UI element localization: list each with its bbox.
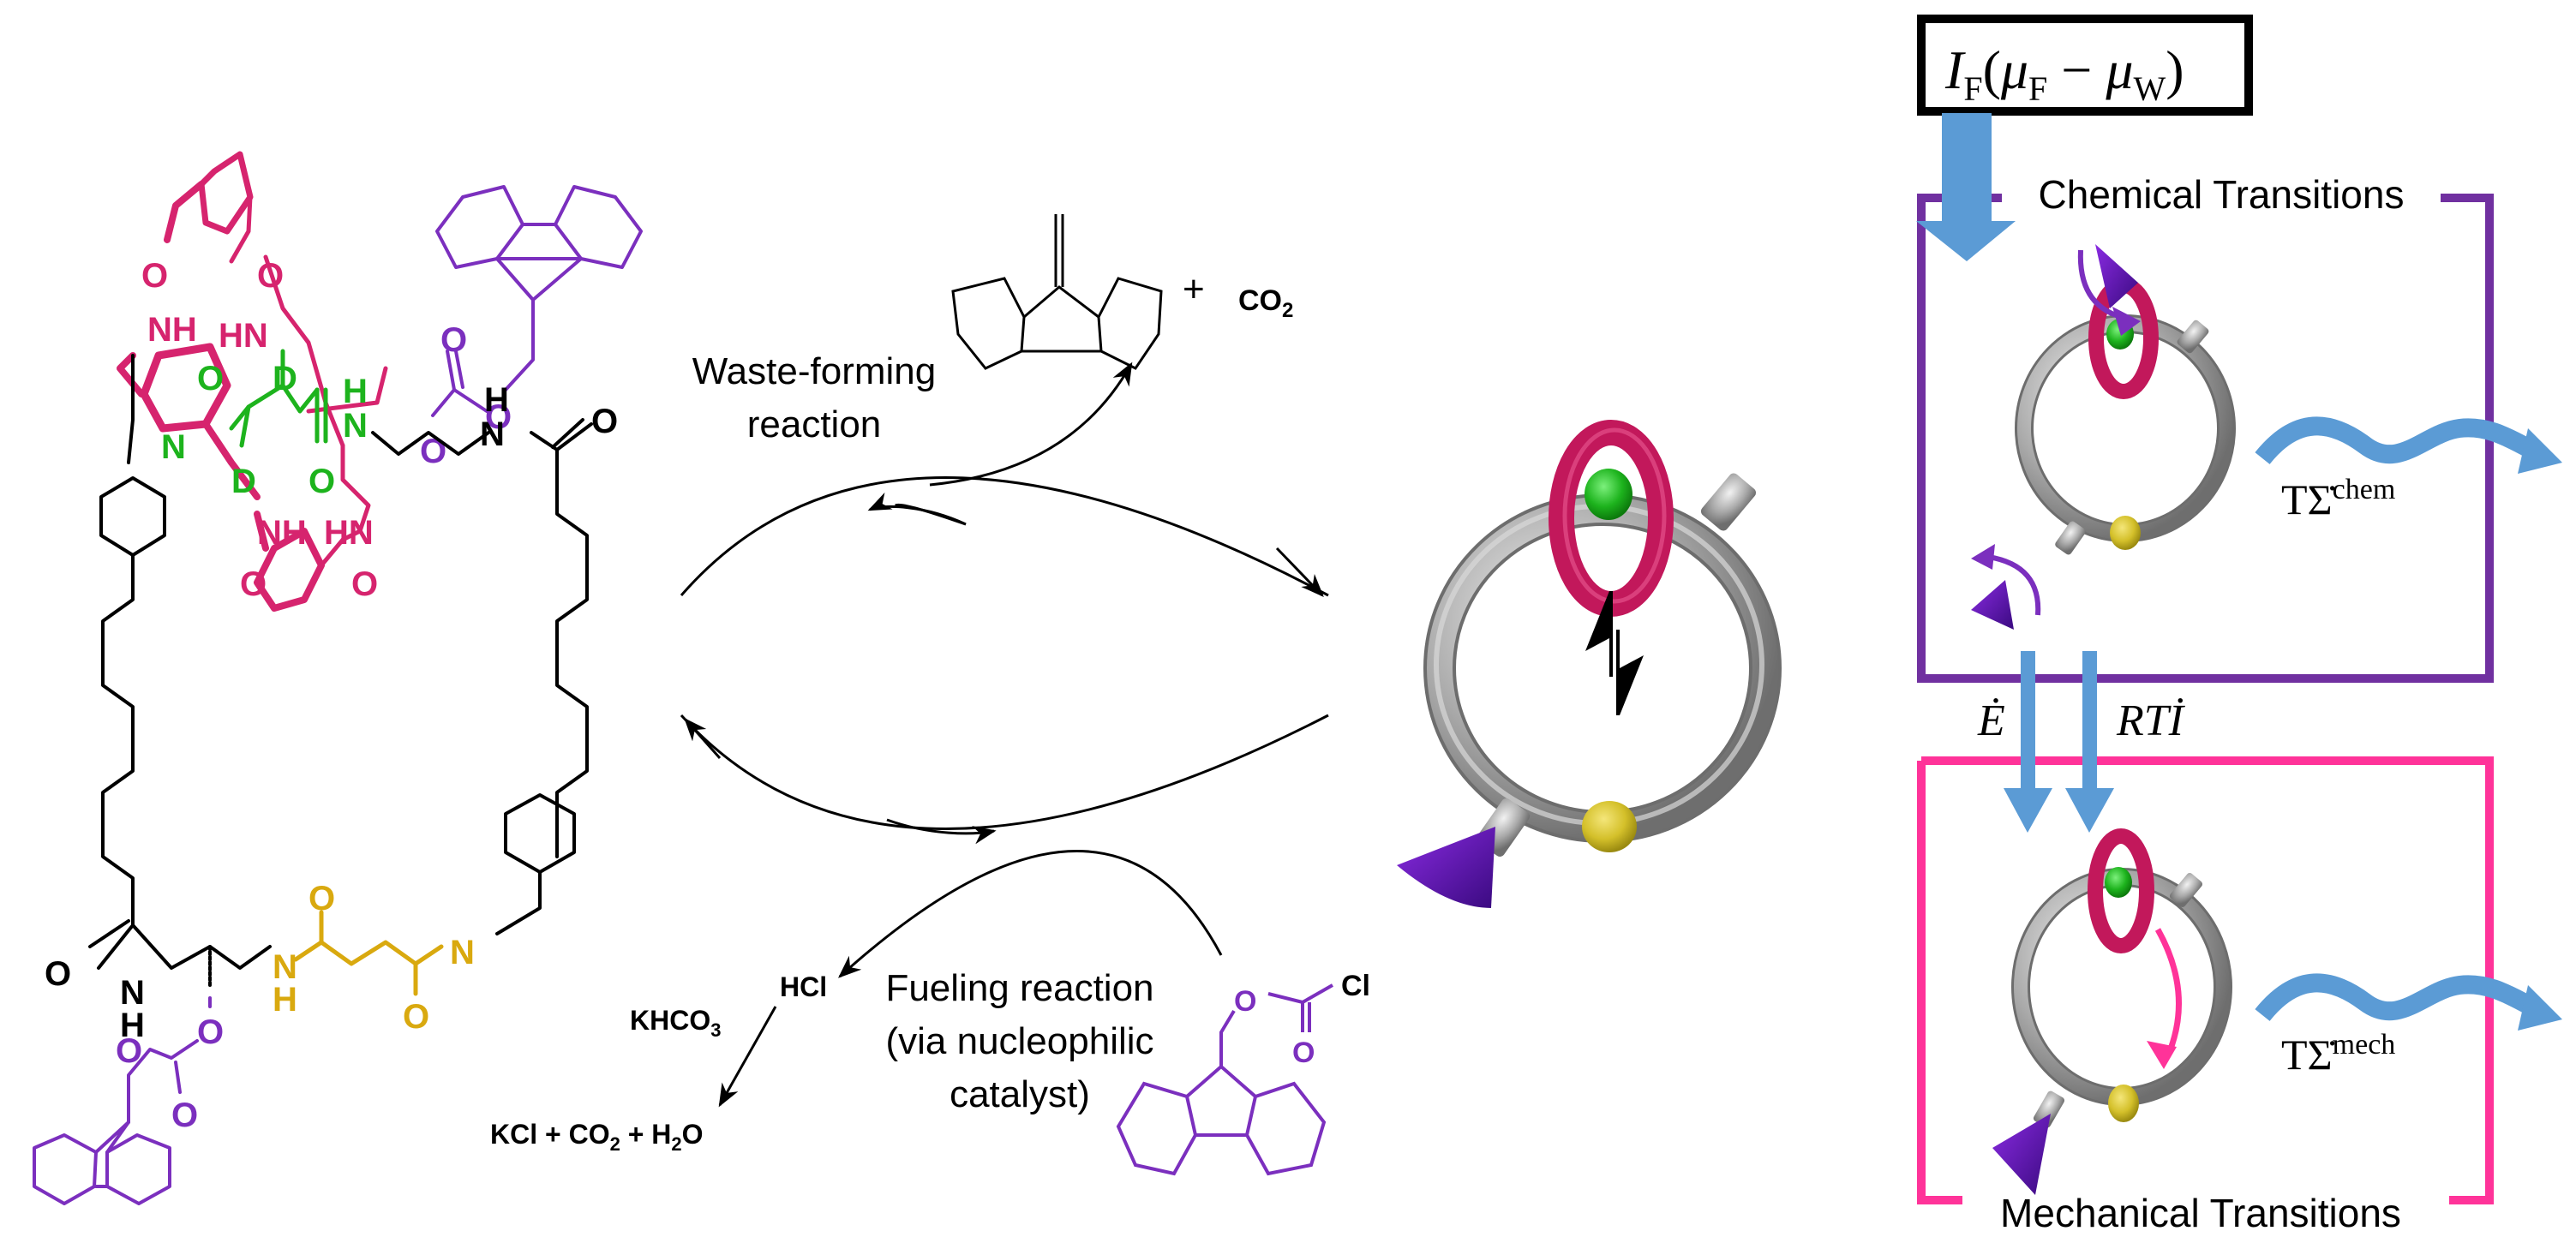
atom-n: N — [161, 428, 186, 466]
mech-dissipation-arrow — [2255, 973, 2545, 1022]
fumaramide-station — [293, 910, 444, 996]
reaction-cycle — [680, 362, 1329, 1108]
input-flux-arrow — [1916, 113, 2016, 261]
waste-branch-arrow — [929, 362, 1133, 487]
information-flux-arrow — [2065, 651, 2114, 833]
atom-hn: HN — [219, 317, 268, 355]
atom-o: O — [1292, 1037, 1315, 1069]
atom-o: O — [197, 1013, 224, 1051]
catenane-mechanical-state — [1992, 828, 2232, 1195]
hcl-label: HCl — [780, 971, 827, 1002]
energy-flux-label: Ė — [1977, 696, 2005, 745]
bottom-forward-arrow — [886, 818, 997, 845]
station-green — [229, 349, 328, 448]
atom-o: O — [485, 398, 512, 436]
atom-o: O — [45, 955, 71, 993]
atom-o: O — [171, 1097, 198, 1134]
atom-n: N — [480, 415, 505, 453]
atom-nh: NH — [147, 311, 197, 349]
fueling-branch-arc — [837, 849, 1223, 978]
catenane-model — [1397, 420, 1782, 908]
chem-dissipation-arrow — [2255, 416, 2545, 465]
yellow-station — [1582, 801, 1637, 852]
khco3-label: KHCO3 — [630, 1005, 721, 1041]
atom-hn: HN — [324, 514, 374, 552]
information-flux-label: RTİ — [2116, 696, 2186, 745]
atom-o: O — [403, 998, 429, 1036]
stopper-cone — [1397, 827, 1495, 908]
top-cycle-arc — [680, 476, 1329, 597]
atom-h: H — [120, 1007, 145, 1044]
bottom-backward-arrowhead — [684, 717, 722, 759]
macrocycle — [117, 151, 388, 612]
atom-n: N — [343, 407, 368, 445]
detached-stopper-top — [2095, 244, 2138, 308]
catenane-chemical-state — [1971, 244, 2236, 630]
atom-h: H — [484, 381, 509, 419]
hcl-neutralization-arrow — [718, 1006, 777, 1108]
waste-forming-label-2: reaction — [747, 403, 882, 445]
rotaxane-structure: O O O O O NH HN NH HN O O — [33, 151, 643, 1205]
atom-d: D — [273, 360, 297, 397]
mechanical-transitions-box — [1917, 756, 2494, 1204]
energy-flux-arrow — [2004, 651, 2052, 833]
mech-dissipation-label: TΣ̇mech — [2281, 1029, 2395, 1079]
atom-n: N — [273, 948, 297, 986]
atom-d: D — [231, 463, 256, 500]
atom-nh: NH — [257, 514, 307, 552]
atom-n: N — [450, 934, 475, 971]
atom-o: O — [309, 463, 335, 500]
waste-plus: + — [1183, 268, 1205, 310]
dibenzofulvene — [951, 214, 1163, 370]
top-backward-arrow — [867, 492, 967, 526]
atom-h: H — [273, 981, 297, 1019]
green-station — [1585, 469, 1632, 520]
stopper-stub — [1700, 473, 1757, 531]
atom-n: N — [120, 974, 145, 1012]
atom-o: O — [309, 880, 335, 917]
input-term: IF(μF − μW) — [1944, 39, 2184, 108]
byproducts-label: KCl + CO2 + H2O — [490, 1119, 704, 1155]
atom-o: O — [240, 565, 267, 603]
energy-flow-diagram: IF(μF − μW) Chemical Transitions Mechani… — [1916, 15, 2562, 1235]
waste-forming-label: Waste-forming — [692, 350, 936, 392]
atom-o: O — [1234, 985, 1256, 1018]
equilibrium-harpoons — [1585, 591, 1644, 715]
atom-o: O — [141, 257, 168, 295]
fmoc-group-top — [431, 185, 643, 417]
atom-h: H — [343, 373, 368, 410]
atom-o: O — [257, 257, 284, 295]
atom-o: O — [116, 1032, 142, 1070]
waste-co2: CO2 — [1238, 284, 1293, 322]
atom-o: O — [420, 433, 446, 470]
fmoc-group-bottom — [33, 996, 212, 1205]
chem-dissipation-label: TΣ̇chem — [2281, 474, 2395, 523]
fueling-label-2: (via nucleophilic — [885, 1020, 1153, 1062]
detached-stopper-bottom — [1971, 580, 2014, 630]
bottom-cycle-arc — [680, 714, 1329, 830]
shuttling-arrow — [2154, 928, 2182, 1057]
input-term-box — [1917, 15, 2253, 116]
mechanical-transitions-title: Mechanical Transitions — [2000, 1191, 2401, 1235]
fueling-label-3: catalyst) — [950, 1073, 1090, 1115]
atom-o: O — [440, 321, 467, 359]
chemical-transitions-box — [1917, 194, 2494, 683]
top-forward-arrowhead — [1275, 547, 1324, 597]
atom-cl: Cl — [1341, 970, 1370, 1002]
axle — [88, 354, 593, 987]
fmoc-cl-fuel — [1116, 983, 1333, 1176]
atom-o: O — [197, 360, 224, 397]
chemical-transitions-title: Chemical Transitions — [2039, 172, 2405, 217]
fueling-label: Fueling reaction — [885, 967, 1153, 1009]
atom-o: O — [351, 565, 378, 603]
atom-o: O — [591, 403, 618, 440]
